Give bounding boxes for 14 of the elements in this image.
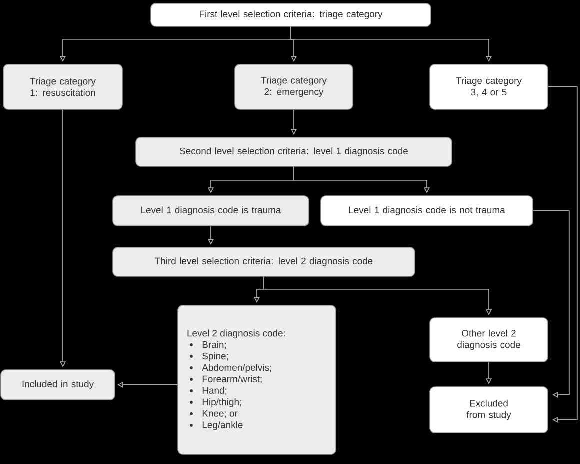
- arrow: [532, 210, 570, 398]
- process-box: Triage category 3, 4 or 5: [430, 64, 548, 110]
- process-box: Level 2 diagnosis code: Brain; Spine; Abdomen/pelvis; Forearm/wrist; Hand; Hip/thigh; Knee; or Leg/ankle: [178, 305, 336, 455]
- process-box: Level 1 diagnosis code is not trauma: [320, 196, 534, 226]
- process-box: Triage category 1: resuscitation: [3, 64, 123, 110]
- process-box: Other level 2 diagnosis code: [430, 318, 548, 362]
- process-box: Third level selection criteria: level 2 diagnosis code: [112, 247, 416, 277]
- process-box: First level selection criteria: triage category: [150, 3, 432, 27]
- process-box: Included in study: [0, 370, 116, 400]
- process-box: Excluded from study: [430, 386, 548, 434]
- process-box: Second level selection criteria: level 1 diagnosis code: [136, 137, 452, 167]
- process-box: Triage category 2: emergency: [234, 64, 354, 110]
- arrow: [548, 86, 578, 424]
- process-box: Level 1 diagnosis code is trauma: [112, 196, 310, 226]
